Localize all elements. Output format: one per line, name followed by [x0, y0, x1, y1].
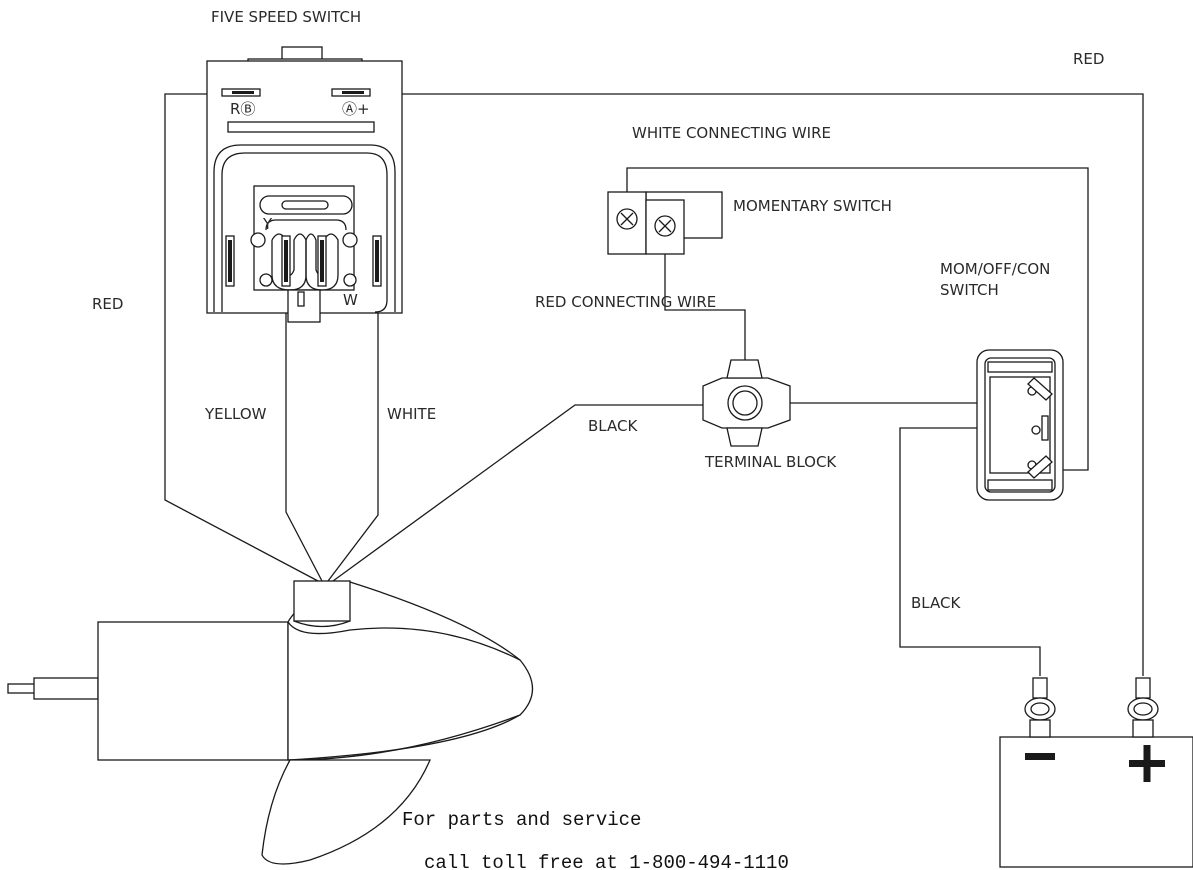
mom-off-con-label-line2: SWITCH — [940, 281, 999, 299]
battery-minus-icon — [1025, 753, 1055, 760]
red-wire-right — [368, 93, 1144, 676]
trolling-motor — [7, 580, 533, 865]
white-connecting-wire — [626, 167, 1089, 471]
black-bottom-label: BLACK — [911, 594, 961, 612]
yellow-label: YELLOW — [204, 405, 267, 423]
red-connecting-wire — [664, 250, 746, 360]
switch-terminal-y: Y — [262, 215, 273, 233]
five-speed-switch: RⒷ Ⓐ+ Y W — [206, 46, 403, 323]
terminal-block — [702, 359, 791, 447]
white-label: WHITE — [387, 405, 436, 423]
red-connecting-wire-label: RED CONNECTING WIRE — [535, 293, 716, 311]
switch-terminal-w: W — [343, 291, 358, 309]
white-wire — [327, 300, 379, 582]
white-connecting-wire-label: WHITE CONNECTING WIRE — [632, 124, 831, 142]
footer-line1: For parts and service — [402, 809, 641, 831]
footer-line2: call toll free at 1-800-494-1110 — [424, 852, 789, 870]
black-wire-battery — [899, 427, 1041, 676]
black-wire-motor — [332, 404, 703, 582]
black-mid-label: BLACK — [588, 417, 638, 435]
red-wire-left — [164, 93, 319, 582]
yellow-wire — [285, 310, 323, 582]
red-top-label: RED — [1073, 50, 1104, 68]
momentary-switch — [607, 191, 723, 255]
momentary-switch-label: MOMENTARY SWITCH — [733, 197, 892, 215]
terminal-block-label: TERMINAL BLOCK — [704, 453, 837, 471]
switch-terminal-b: RⒷ — [230, 100, 255, 118]
wires — [164, 93, 1144, 676]
mom-off-con-label-line1: MOM/OFF/CON — [940, 260, 1050, 278]
red-left-label: RED — [92, 295, 123, 313]
mom-off-con-switch — [976, 349, 1064, 501]
switch-terminal-a: Ⓐ+ — [342, 100, 370, 118]
five-speed-switch-label: FIVE SPEED SWITCH — [211, 8, 361, 26]
